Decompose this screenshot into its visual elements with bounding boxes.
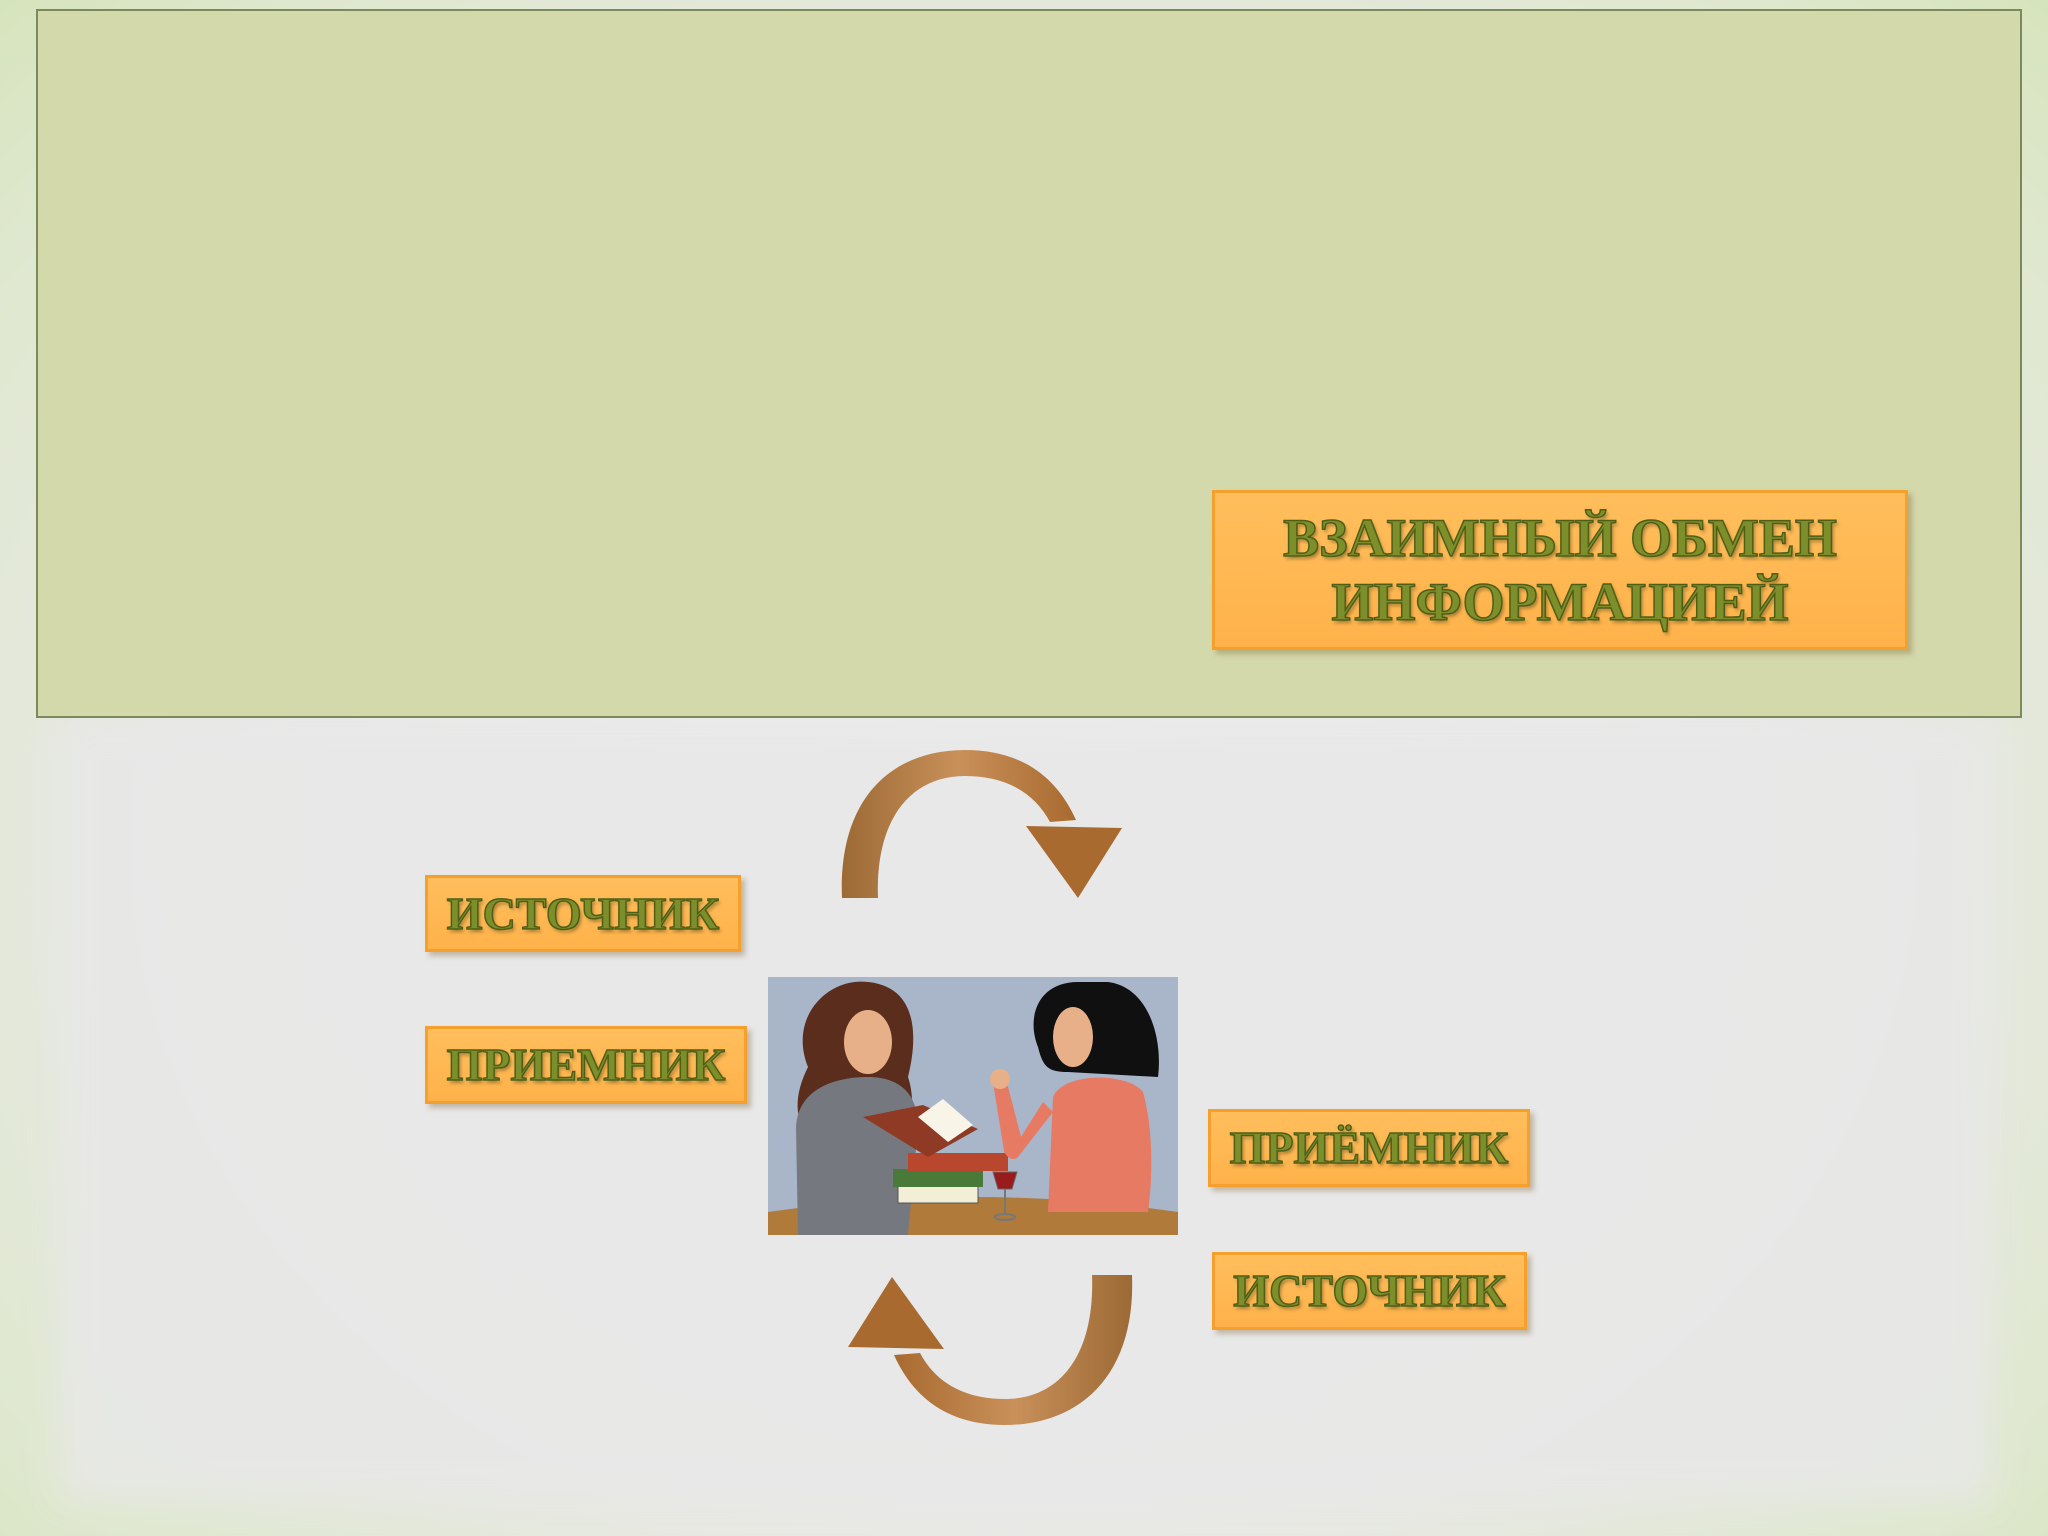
source-right-label: ИСТОЧНИК bbox=[1233, 1264, 1507, 1317]
receiver-left-label: ПРИЕМНИК bbox=[446, 1038, 726, 1091]
receiver-right-label: ПРИЁМНИК bbox=[1229, 1121, 1509, 1174]
curved-arrow-right-icon bbox=[841, 750, 1122, 898]
source-left-label: ИСТОЧНИК bbox=[446, 887, 720, 940]
curved-arrow-left-icon bbox=[848, 1275, 1133, 1425]
two-women-talking-illustration bbox=[768, 977, 1178, 1235]
source-left-box: ИСТОЧНИК bbox=[425, 875, 741, 952]
receiver-left-box: ПРИЕМНИК bbox=[425, 1026, 747, 1104]
page-title: ВЗАИМНЫЙ ОБМЕН ИНФОРМАЦИЕЙ bbox=[1282, 507, 1837, 633]
source-right-box: ИСТОЧНИК bbox=[1212, 1252, 1527, 1330]
receiver-right-box: ПРИЁМНИК bbox=[1208, 1109, 1530, 1187]
title-box: ВЗАИМНЫЙ ОБМЕН ИНФОРМАЦИЕЙ bbox=[1212, 490, 1908, 650]
